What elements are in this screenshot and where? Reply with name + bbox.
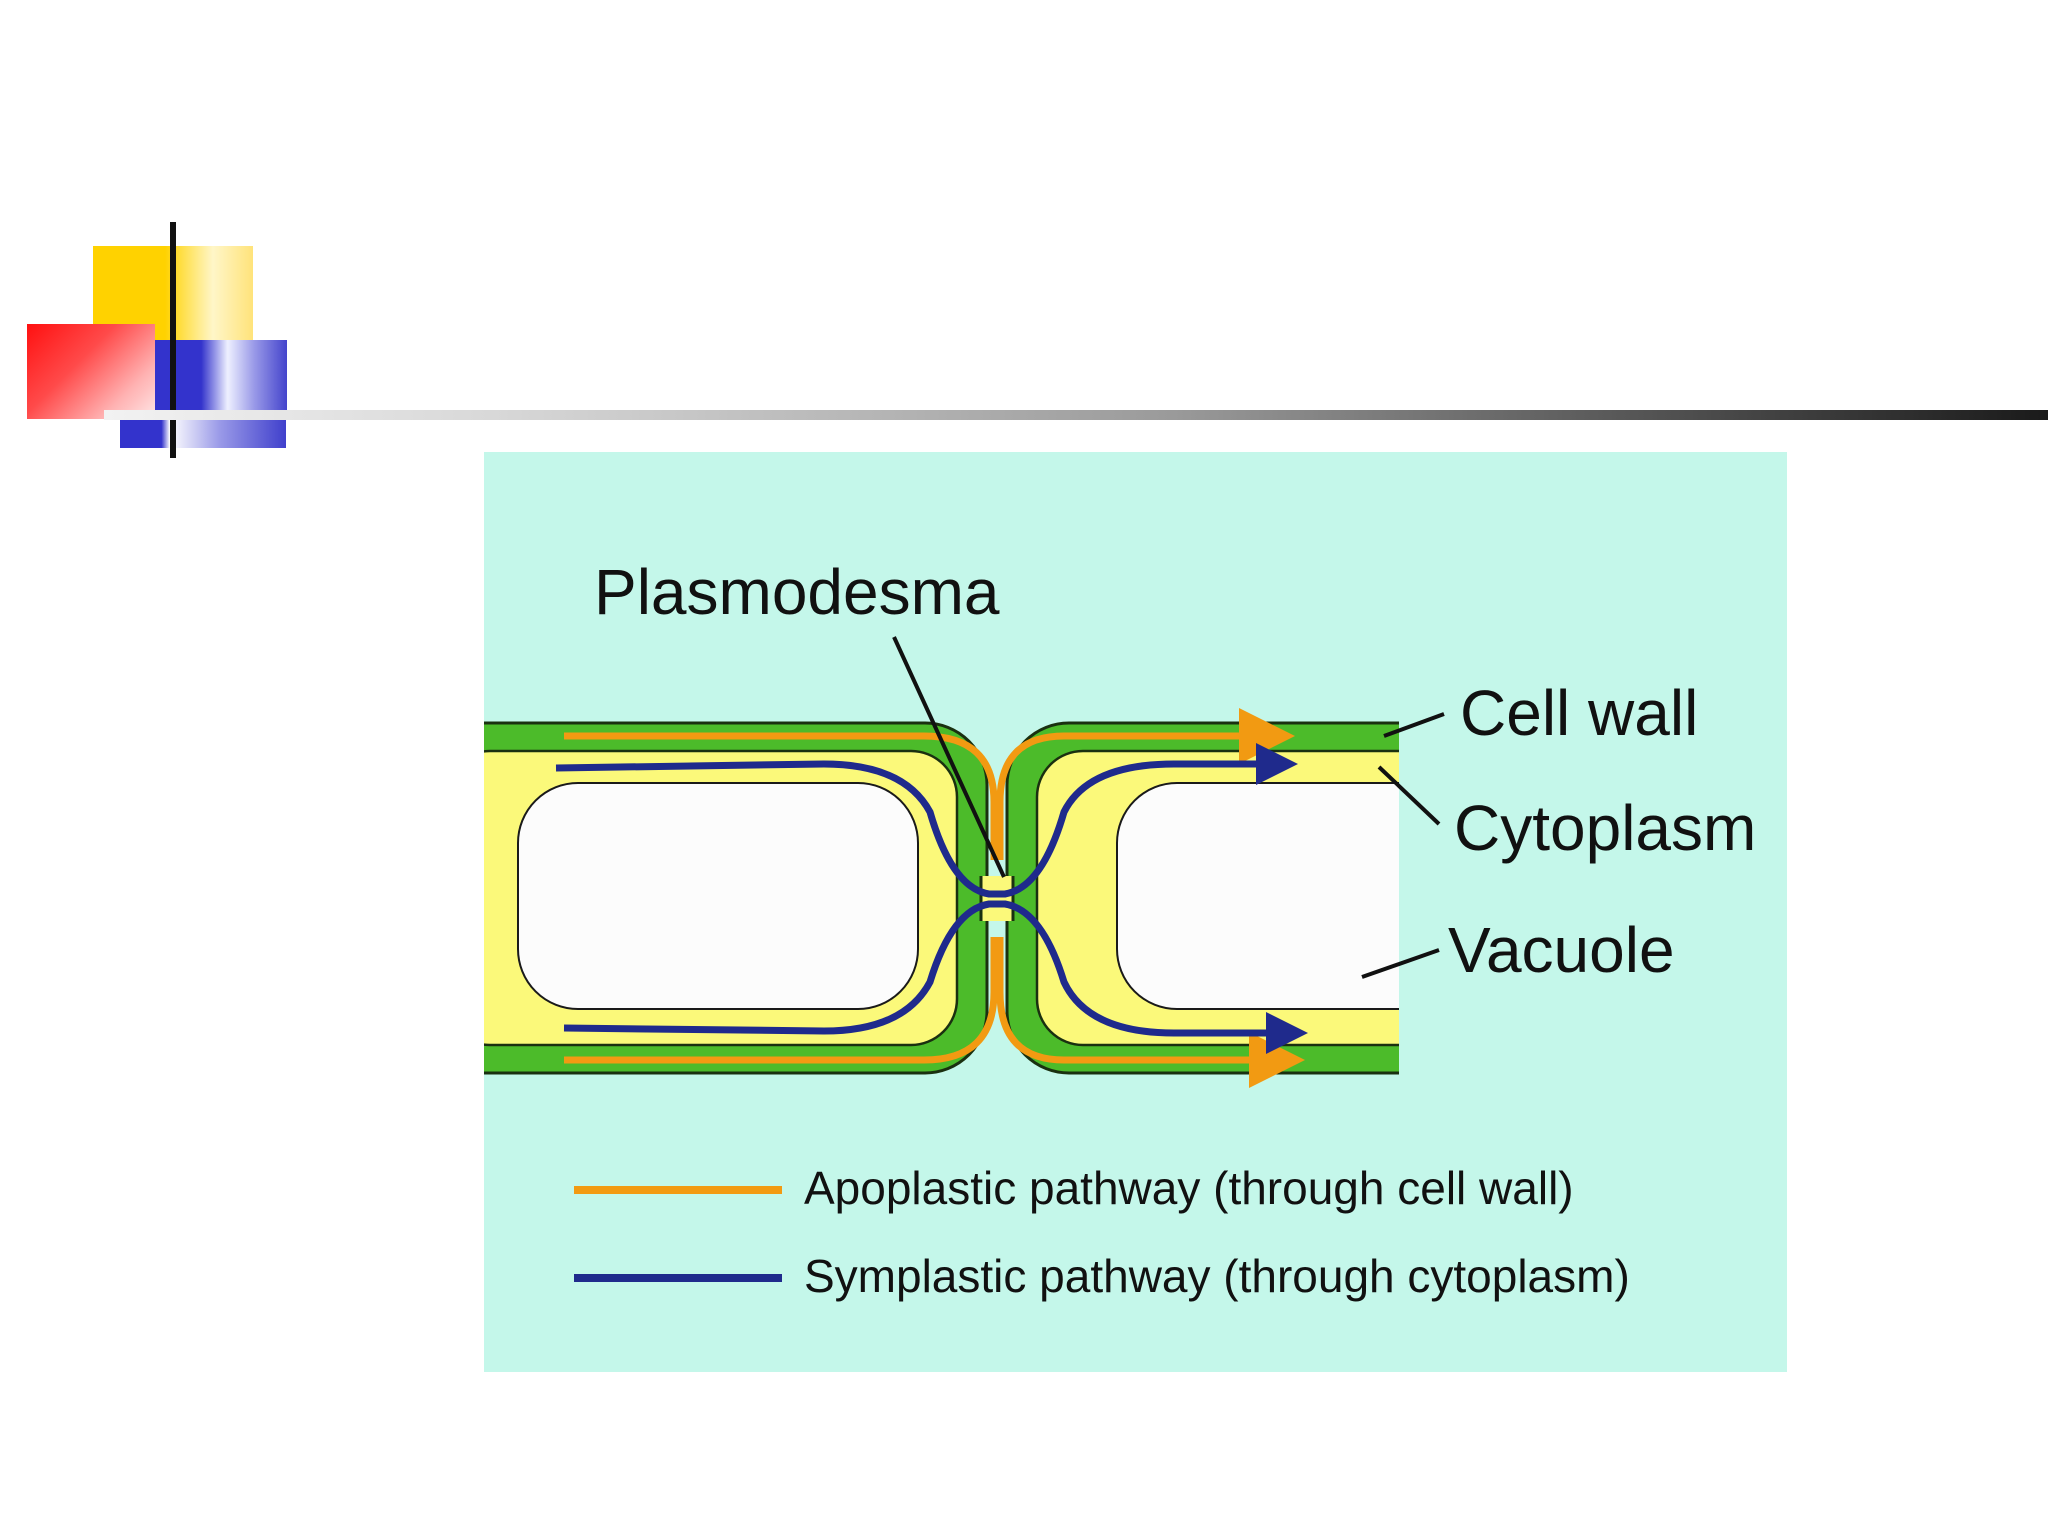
cell-wall-pointer [1383, 712, 1445, 738]
title-underline [104, 410, 2048, 420]
symplastic-path-top [555, 743, 1298, 898]
legend: Apoplastic pathway (through cell wall) S… [574, 1162, 1630, 1302]
legend-apoplastic-label: Apoplastic pathway (through cell wall) [804, 1162, 1574, 1214]
plasmodesma-channel [981, 876, 1013, 921]
symplastic-path-bottom [563, 900, 1308, 1054]
vacuole-label: Vacuole [1448, 914, 1675, 986]
apoplastic-path-bottom [564, 937, 1284, 1060]
cell-wall-label: Cell wall [1460, 677, 1698, 749]
cytoplasm-pointer [1377, 765, 1441, 826]
apoplastic-path-top [564, 736, 1274, 860]
cytoplasm-label: Cytoplasm [1454, 792, 1756, 864]
plasmodesma-label: Plasmodesma [594, 556, 1000, 628]
decor-blue-bar [120, 420, 286, 448]
decor-vertical-line [170, 222, 176, 458]
plasmodesma-pointer [892, 636, 1006, 878]
legend-symplastic-label: Symplastic pathway (through cytoplasm) [804, 1250, 1630, 1302]
plasmodesma-diagram: Plasmodesma Cell wall Cytoplasm Vacuole … [484, 452, 1787, 1372]
left-vacuole [517, 782, 919, 1010]
vacuole-pointer [1361, 948, 1440, 979]
decor-red-square [27, 324, 155, 419]
cells [484, 723, 1399, 1073]
decor-blue-square [155, 340, 287, 410]
